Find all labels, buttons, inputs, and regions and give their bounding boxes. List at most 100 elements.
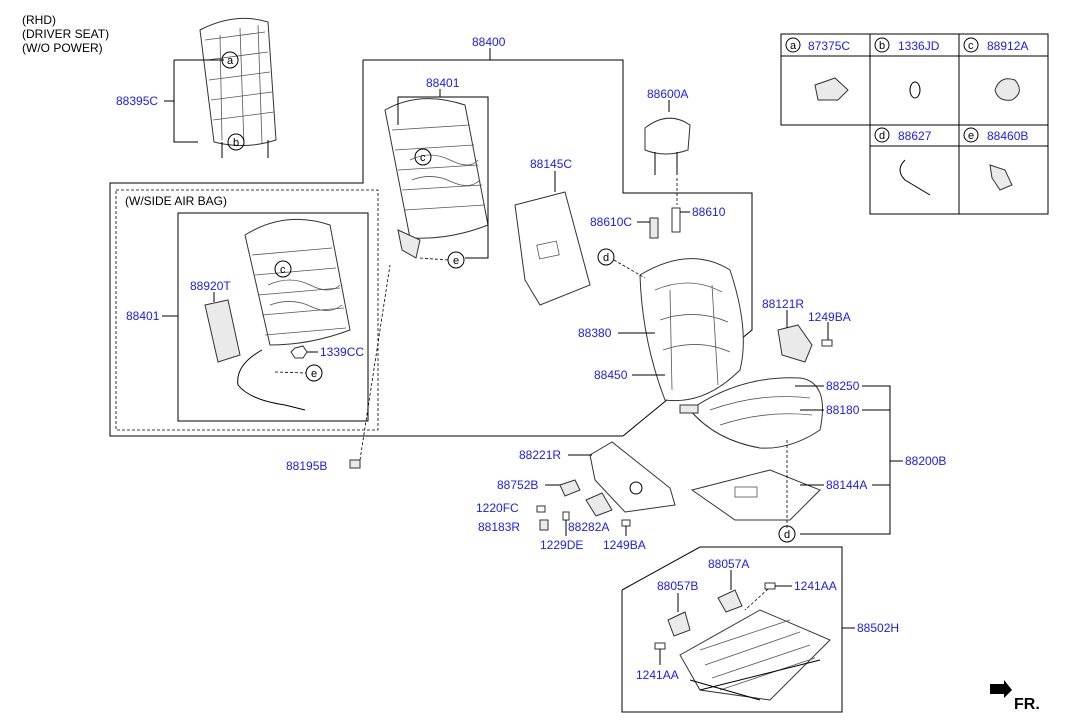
callout-88144A[interactable]: 88144A <box>826 478 867 492</box>
clip-88460B-icon <box>989 164 1013 191</box>
legend-b-part[interactable]: 1336JD <box>898 39 940 53</box>
bolt-1241AA-left <box>654 642 666 650</box>
side-airbag-box <box>115 189 379 431</box>
marker-d-seatback-label: d <box>603 252 609 264</box>
front-arrow-icon <box>990 680 1012 698</box>
pad-88145C <box>514 191 591 306</box>
callout-88610[interactable]: 88610 <box>692 205 726 219</box>
callout-1339CC[interactable]: 1339CC <box>320 345 364 359</box>
marker-a[interactable] <box>221 51 239 69</box>
callout-88752B[interactable]: 88752B <box>497 478 538 492</box>
marker-b-label: b <box>233 137 239 149</box>
callout-88250[interactable]: 88250 <box>826 379 860 393</box>
header-driver-seat: (DRIVER SEAT) <box>22 27 109 41</box>
callout-1249BA-right[interactable]: 1249BA <box>808 310 851 324</box>
legend-d-part[interactable]: 88627 <box>898 129 932 143</box>
marker-d-cushion[interactable] <box>778 525 796 543</box>
callout-1241AA-right[interactable]: 1241AA <box>794 579 837 593</box>
callout-88057B[interactable]: 88057B <box>657 579 698 593</box>
marker-e-top-label: e <box>453 255 459 267</box>
headrest-88600A <box>644 117 691 175</box>
callout-88401-left[interactable]: 88401 <box>126 309 160 323</box>
marker-d-seatback[interactable] <box>597 248 615 266</box>
callout-88145C[interactable]: 88145C <box>530 157 572 171</box>
wire-88627-icon <box>899 159 931 196</box>
guide-88610 <box>671 207 681 233</box>
back-cover-88395C <box>199 17 277 158</box>
callout-88920T[interactable]: 88920T <box>190 279 231 293</box>
callout-88183R[interactable]: 88183R <box>478 520 520 534</box>
callout-1220FC[interactable]: 1220FC <box>476 501 519 515</box>
legend-a-letter: a <box>790 40 797 52</box>
nut-1339CC <box>290 345 308 359</box>
seatback-frame-88401-airbag <box>237 218 351 411</box>
bracket-88401-top <box>397 96 489 259</box>
header-wo-power: (W/O POWER) <box>22 41 103 55</box>
bracket-88200B <box>800 385 891 535</box>
callout-1241AA-left[interactable]: 1241AA <box>636 668 679 682</box>
pad-88144A <box>690 469 821 521</box>
callout-88180[interactable]: 88180 <box>826 403 860 417</box>
screw-1249BA-bottom <box>621 519 631 527</box>
seatback-frame-88401-top <box>384 98 489 259</box>
cover-88121R <box>777 324 813 363</box>
legend-e-letter: e <box>968 130 974 142</box>
bolt-1241AA-right <box>764 582 776 590</box>
seat-cushion-88180 <box>679 377 823 449</box>
seatback-cover-88380 <box>639 258 744 402</box>
marker-c-airbag-label: c <box>280 264 286 276</box>
side-shield-88221R <box>589 441 676 513</box>
legend-b-letter: b <box>879 40 885 52</box>
callout-88450[interactable]: 88450 <box>594 368 628 382</box>
knob-88282A <box>585 492 613 517</box>
screw-1220FC <box>536 505 546 513</box>
callout-88282A[interactable]: 88282A <box>568 520 609 534</box>
legend-table: a 87375C b 1336JD c 88912A d 88627 e 884… <box>780 33 1049 215</box>
legend-e-part[interactable]: 88460B <box>987 129 1028 143</box>
callout-88401-top[interactable]: 88401 <box>426 76 460 90</box>
callout-88380[interactable]: 88380 <box>578 326 612 340</box>
bolt-88195B <box>349 459 361 469</box>
cap-88183R <box>539 519 549 531</box>
seat-track-box <box>621 546 843 713</box>
callout-88600A[interactable]: 88600A <box>647 87 688 101</box>
legend-c-part[interactable]: 88912A <box>987 39 1028 53</box>
marker-c-airbag[interactable] <box>274 260 292 278</box>
bracket-88057A <box>717 589 743 613</box>
callout-88195B[interactable]: 88195B <box>286 459 327 473</box>
marker-a-label: a <box>227 55 234 67</box>
seat-track-88502H <box>679 609 831 701</box>
callout-88395C[interactable]: 88395C <box>116 94 158 108</box>
marker-c-top-label: c <box>420 152 426 164</box>
callout-1249BA-bottom[interactable]: 1249BA <box>603 538 646 552</box>
header-rhd: (RHD) <box>22 13 56 27</box>
legend-d-letter: d <box>879 130 885 142</box>
marker-d-cushion-label: d <box>784 529 790 541</box>
clip-87375C-icon <box>814 77 849 101</box>
airbag-module-88920T <box>204 299 241 363</box>
marker-b[interactable] <box>227 133 245 151</box>
callout-1229DE[interactable]: 1229DE <box>540 538 583 552</box>
callout-88610C[interactable]: 88610C <box>590 215 632 229</box>
callout-88200B[interactable]: 88200B <box>905 454 946 468</box>
legend-a-part[interactable]: 87375C <box>808 39 850 53</box>
grommet-1336JD-icon <box>909 81 921 99</box>
front-label: FR. <box>1014 696 1040 713</box>
airbag-frame-box <box>177 212 369 422</box>
guide-88610C <box>649 217 659 239</box>
callout-88221R[interactable]: 88221R <box>519 448 561 462</box>
marker-e-airbag-label: e <box>311 368 317 380</box>
clip-88912A-icon <box>994 78 1020 101</box>
side-airbag-title: (W/SIDE AIR BAG) <box>125 194 227 208</box>
bracket-88057B <box>667 611 691 637</box>
marker-c-top[interactable] <box>414 148 432 166</box>
callout-88400[interactable]: 88400 <box>472 35 506 49</box>
bracket-88395C <box>173 60 198 143</box>
callout-88121R[interactable]: 88121R <box>762 297 804 311</box>
callout-88057A[interactable]: 88057A <box>708 557 749 571</box>
screw-1229DE <box>562 511 570 521</box>
marker-e-top[interactable] <box>447 251 465 269</box>
screw-1249BA-right <box>821 339 833 347</box>
callout-88502H[interactable]: 88502H <box>857 621 899 635</box>
lever-88752B <box>559 479 581 497</box>
